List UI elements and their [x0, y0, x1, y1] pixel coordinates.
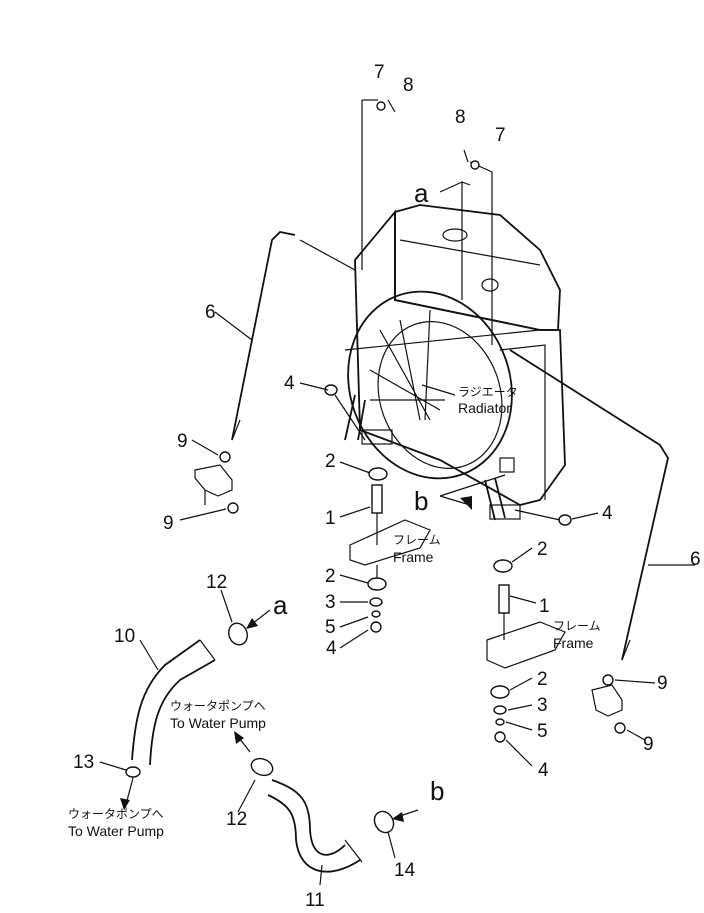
callout-10: 10 — [114, 626, 135, 647]
reference-letters: a b a b — [273, 178, 444, 806]
radiator-label-jp: ラジエータ — [458, 385, 518, 399]
callout-9-right-upper: 9 — [657, 673, 668, 694]
callout-14: 14 — [394, 860, 416, 881]
leader-lines — [99, 311, 695, 886]
bracket-left — [194, 464, 233, 505]
callout-5-left: 5 — [325, 617, 336, 638]
callout-7-top-right: 7 — [495, 125, 506, 146]
frame-label-left-en: Frame — [393, 549, 434, 565]
callout-2-left-lower: 2 — [325, 566, 336, 587]
pump-label-upper-jp: ウォータポンプへ — [170, 699, 266, 713]
ref-arrows — [120, 474, 506, 822]
callouts: 7 8 8 7 6 6 4 4 4 4 9 9 9 9 2 2 2 2 1 1 … — [73, 62, 701, 911]
hose-11 — [250, 757, 395, 873]
radiator-label-en: Radiator — [458, 400, 511, 416]
callout-4-lower-right: 4 — [538, 760, 549, 781]
pump-label-upper-en: To Water Pump — [170, 715, 266, 731]
callout-3-right: 3 — [537, 695, 548, 716]
text-labels: ラジエータ Radiator フレーム Frame フレーム Frame ウォー… — [68, 385, 601, 839]
ref-b-hose: b — [430, 776, 444, 806]
hose-10 — [125, 622, 248, 778]
stay-rod-right — [509, 349, 669, 661]
mount-stack-right — [486, 509, 572, 743]
frame-label-right-jp: フレーム — [553, 619, 601, 633]
callout-6-right: 6 — [690, 549, 701, 570]
callout-8-top-right: 8 — [455, 107, 466, 128]
callout-9-right-lower: 9 — [643, 734, 654, 755]
callout-9-left-lower: 9 — [163, 513, 174, 534]
callout-12-upper: 12 — [206, 572, 227, 593]
callout-12-lower: 12 — [226, 809, 247, 830]
callout-11: 11 — [305, 890, 325, 911]
ref-b-mid: b — [414, 486, 428, 516]
callout-8-top-left: 8 — [403, 75, 414, 96]
callout-5-right: 5 — [537, 721, 548, 742]
frame-label-left-jp: フレーム — [393, 533, 441, 547]
callout-2-left-upper: 2 — [325, 451, 336, 472]
callout-3-left: 3 — [325, 592, 336, 613]
bracket-right — [591, 684, 623, 717]
callout-9-left-upper: 9 — [177, 431, 188, 452]
callout-7-top-left: 7 — [374, 62, 385, 83]
pump-label-lower-en: To Water Pump — [68, 823, 164, 839]
pump-label-lower-jp: ウォータポンプへ — [68, 807, 164, 821]
callout-1-left: 1 — [325, 508, 336, 529]
stay-rod-left — [231, 231, 356, 441]
callout-4-upper-left: 4 — [284, 373, 295, 394]
frame-label-right-en: Frame — [553, 635, 594, 651]
callout-2-right-lower: 2 — [537, 669, 548, 690]
callout-4-lower-left: 4 — [326, 638, 337, 659]
callout-4-upper-right: 4 — [602, 503, 613, 524]
ref-a-top: a — [414, 178, 429, 208]
callout-1-right: 1 — [539, 596, 550, 617]
callout-2-right-upper: 2 — [537, 539, 548, 560]
mount-stack-left — [324, 384, 431, 633]
ref-a-hose: a — [273, 590, 288, 620]
callout-13: 13 — [73, 752, 94, 773]
callout-6-left: 6 — [205, 302, 216, 323]
